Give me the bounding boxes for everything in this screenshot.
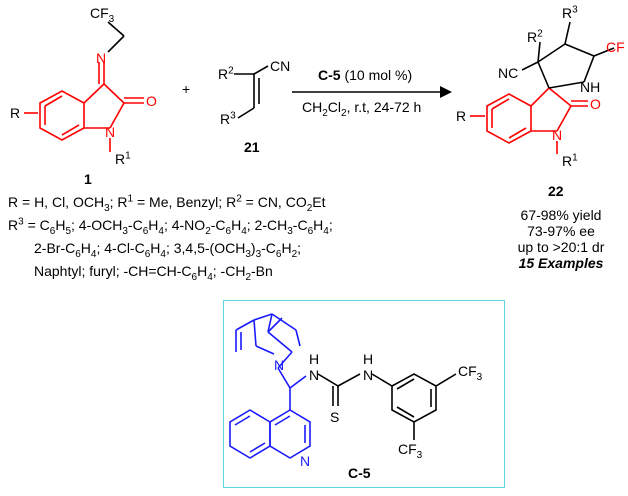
reaction-conditions-catalyst: C-5 (10 mol %): [318, 67, 413, 83]
product-r-substituent: R: [456, 108, 467, 124]
catalyst-cf3-lower: CF3: [398, 441, 423, 461]
reactant-1-structure: [24, 62, 144, 152]
product-oxindole: [470, 87, 588, 154]
substituent-line-1: R = H, Cl, OCH3; R1 = Me, Benzyl; R2 = C…: [8, 193, 326, 214]
product-r3: R3: [562, 4, 578, 21]
catalyst-thiourea: [317, 373, 457, 440]
reaction-arrow: [292, 86, 452, 98]
catalyst-label: C-5: [348, 465, 371, 481]
result-examples: 15 Examples: [518, 255, 604, 271]
product-nc: NC: [498, 65, 519, 81]
reactant-2-r2: R2: [218, 65, 234, 82]
reactant-1-side-chain: [107, 21, 125, 53]
catalyst-nh1-n: N: [309, 367, 320, 383]
reactant-1-imine-nitrogen: N: [96, 50, 107, 66]
product-ring-nitrogen: N: [552, 127, 563, 143]
reactant-1-r-substituent: R: [10, 105, 21, 121]
catalyst-nh2-n: N: [363, 367, 374, 383]
catalyst-cf3-upper: CF3: [458, 363, 483, 383]
result-ee: 73-97% ee: [527, 223, 595, 239]
reactant-2-label: 21: [244, 139, 260, 155]
catalyst-structure: [229, 313, 311, 459]
reactant-1-carbonyl-oxygen: O: [146, 93, 157, 109]
substituent-line-3: 2-Br-C6H4; 4-Cl-C6H4; 3,4,5-(OCH3)3-C6H2…: [34, 240, 302, 260]
catalyst-sulfur: S: [330, 409, 340, 425]
catalyst-quinoline-n: N: [300, 453, 311, 469]
reaction-conditions-solvent: CH2Cl2, r.t, 24-72 h: [302, 99, 422, 119]
product-nh: NH: [580, 79, 601, 95]
catalyst-box: [223, 300, 505, 488]
reactant-2-r3: R3: [220, 110, 236, 127]
reactant-1-cf3-label: CF3: [90, 5, 115, 25]
result-yield: 67-98% yield: [520, 207, 602, 223]
reactant-2-cn: CN: [270, 58, 291, 74]
product-label: 22: [548, 183, 564, 199]
product-cf3: CF: [606, 39, 625, 55]
catalyst-quinuclidine-n: N: [274, 357, 285, 373]
product-carbonyl-oxygen: O: [590, 96, 601, 112]
result-dr: up to >20:1 dr: [517, 239, 605, 255]
reactant-1-r1-substituent: R1: [115, 150, 131, 167]
substituent-line-2: R3 = C6H5; 4-OCH3-C6H4; 4-NO2-C6H4; 2-CH…: [8, 216, 333, 237]
reactant-1-ring-nitrogen: N: [105, 124, 116, 140]
product-r2: R2: [527, 28, 543, 45]
product-pyrrolidine: [521, 21, 615, 89]
reactant-2-structure: [234, 65, 269, 119]
catalyst-nh2-h: H: [363, 351, 374, 367]
product-r1-substituent: R1: [562, 152, 578, 169]
plus-sign: +: [182, 81, 191, 97]
substituent-line-4: Naphtyl; furyl; -CH=CH-C6H4; -CH2-Bn: [34, 263, 273, 283]
reactant-1-label: 1: [84, 171, 92, 187]
catalyst-nh1-h: H: [309, 351, 320, 367]
